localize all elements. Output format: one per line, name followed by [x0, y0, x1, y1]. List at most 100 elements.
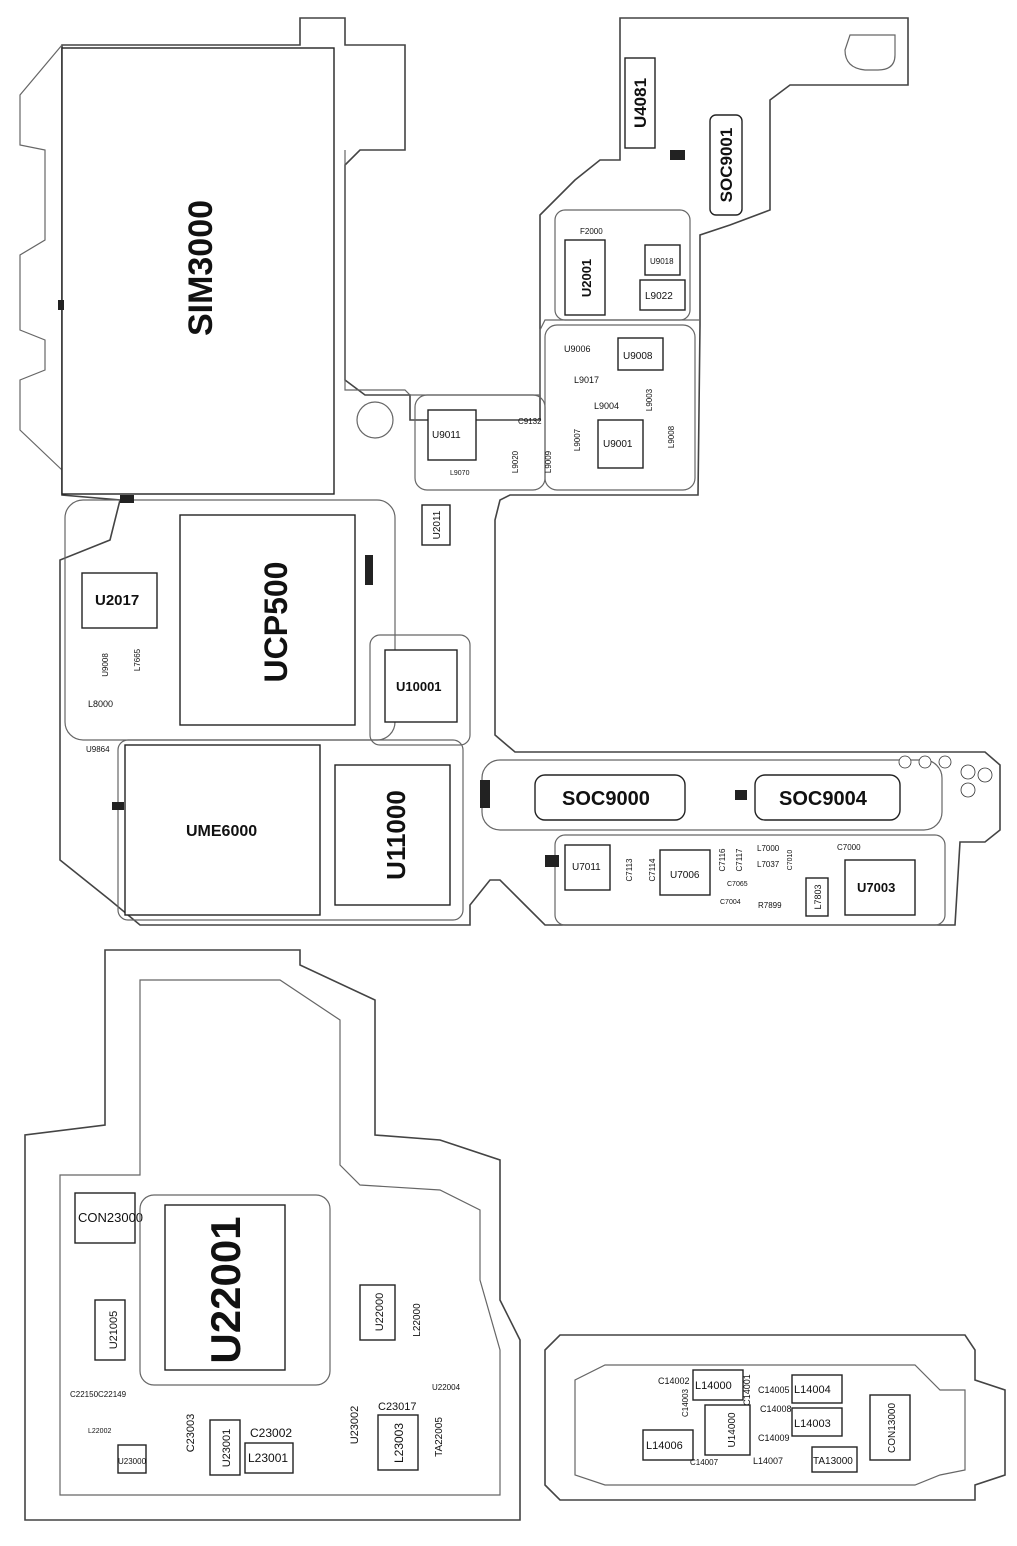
u9008-label: U9008 [623, 351, 653, 362]
u9011-chip [427, 409, 477, 461]
l14000-label: L14000 [695, 1380, 732, 1392]
ucp500-label: UCP500 [258, 562, 294, 683]
soc9000-chip [534, 774, 686, 821]
l7803-chip [805, 877, 829, 917]
lower-left-board-outline [24, 949, 521, 1521]
pad-ring-3 [938, 755, 952, 769]
u14000-chip [704, 1404, 751, 1456]
l23003-label: L23003 [392, 1423, 406, 1463]
l23001-chip [244, 1442, 294, 1474]
u22001-chip [164, 1204, 286, 1371]
c7065-label: C7065 [727, 881, 748, 888]
con13000-label: CON13000 [887, 1403, 898, 1453]
u14000-label: U14000 [727, 1412, 738, 1447]
u23001-chip [209, 1419, 241, 1476]
ume-region [117, 739, 464, 921]
c9132-label: C9132 [518, 417, 542, 426]
u4081-chip [624, 57, 656, 149]
c7116-label: C7116 [718, 848, 727, 872]
pad-dark-1 [58, 300, 64, 310]
u23002-label: U23002 [349, 1406, 361, 1445]
mount-hole-2 [844, 34, 896, 71]
l7803-label: L7803 [813, 884, 823, 909]
soc9000-label: SOC9000 [562, 788, 650, 810]
l22000-label: L22000 [412, 1303, 423, 1337]
c7010-label: C7010 [787, 850, 794, 871]
l14006-chip [642, 1429, 694, 1461]
sim3000-holder [61, 47, 335, 495]
u8088-label: U9008 [101, 653, 110, 677]
u9018-label: U9018 [650, 257, 674, 266]
l22002-label: L22002 [88, 1428, 111, 1435]
u23000-label: U23000 [118, 1457, 147, 1466]
u9011-label: U9011 [432, 430, 461, 441]
u2011-chip [421, 504, 451, 546]
u7-region [554, 834, 946, 926]
l14007-label: L14007 [753, 1456, 783, 1466]
u23000-chip [117, 1444, 147, 1474]
u11000-chip [334, 764, 451, 906]
u22004-label: U22004 [432, 1383, 461, 1392]
lower-right-cavity [574, 1364, 966, 1486]
sim3000-label: SIM3000 [182, 200, 220, 336]
u23001-label: U23001 [221, 1429, 233, 1468]
l7000-label: L7000 [757, 844, 780, 853]
ta13000-chip [811, 1446, 858, 1473]
l9017-label: L9017 [574, 375, 599, 385]
u7011-label: U7011 [572, 862, 601, 873]
l9022-chip [639, 279, 686, 311]
pad-ring-5 [960, 782, 976, 798]
l9022-label: L9022 [645, 291, 673, 302]
l7037-label: L7037 [757, 860, 780, 869]
u9008-chip [617, 337, 664, 371]
u7011-chip [564, 844, 611, 891]
l14003-label: L14003 [794, 1418, 831, 1430]
u22000-chip [359, 1284, 396, 1341]
pad-ring-2 [918, 755, 932, 769]
c14003-label: C14003 [681, 1388, 690, 1417]
u9006-label: U9006 [564, 344, 591, 354]
pad-dark-4 [480, 780, 490, 808]
u21005-label: U21005 [108, 1311, 120, 1350]
con13000-chip [869, 1394, 911, 1461]
pad-ring-6 [977, 767, 993, 783]
u2017-chip [81, 572, 158, 629]
u4081-label: U4081 [631, 78, 650, 128]
u7003-label: U7003 [857, 880, 895, 895]
soc9001-chip [709, 114, 743, 216]
u22000-label: U22000 [374, 1293, 386, 1332]
l8000-label: L8000 [88, 699, 113, 709]
u9864-label: U9864 [86, 745, 110, 754]
u21005-chip [94, 1299, 126, 1361]
l7665-label: L7665 [133, 648, 142, 671]
c7114-label: C7114 [648, 858, 657, 882]
u2001-label: U2001 [579, 259, 594, 297]
pad-dark-2 [120, 495, 134, 503]
u10001-region [369, 634, 471, 746]
c7000-label: C7000 [837, 843, 861, 852]
u9001-label: U9001 [603, 439, 633, 450]
u2011-label: U2011 [432, 510, 443, 539]
f2000-label: F2000 [580, 227, 603, 236]
l9003-label: L9003 [645, 388, 654, 411]
con23000-chip [74, 1192, 136, 1244]
ta22005-label: TA22005 [434, 1417, 445, 1457]
con23000-label: CON23000 [78, 1210, 143, 1225]
mount-hole-1 [356, 401, 394, 439]
l14006-label: L14006 [646, 1440, 683, 1452]
u7003-chip [844, 859, 916, 916]
c7004-label: C7004 [720, 899, 741, 906]
u9001-chip [597, 419, 644, 469]
u9018-chip [644, 244, 681, 276]
c22150-label: C22150C22149 [70, 1390, 127, 1399]
u7006-label: U7006 [670, 870, 700, 881]
l9020-label: L9020 [511, 450, 520, 473]
u10001-label: U10001 [396, 679, 442, 694]
c23002-label: C23002 [250, 1426, 292, 1440]
lower-right-board-outline [544, 1334, 1006, 1501]
c23003-label: C23003 [185, 1414, 197, 1453]
l9004-label: L9004 [594, 401, 619, 411]
pad-dark-7 [670, 150, 685, 160]
u22001-label: U22001 [202, 1216, 249, 1363]
ucp500-chip [179, 514, 356, 726]
